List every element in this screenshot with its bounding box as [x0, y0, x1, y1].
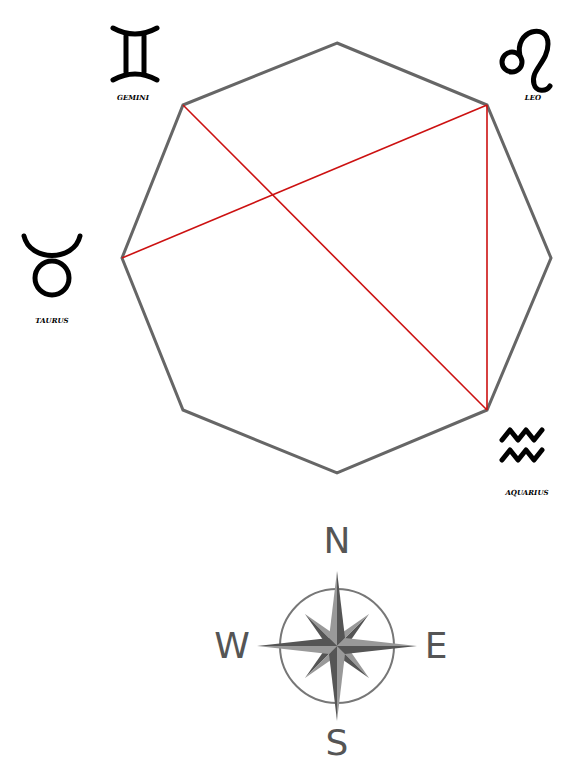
compass-letter: E — [425, 628, 448, 664]
chord-line — [486, 105, 488, 410]
chord-line — [122, 105, 487, 258]
zodiac-label: LEO — [525, 94, 541, 101]
octagon — [122, 43, 551, 473]
taurus-symbol — [24, 236, 80, 295]
leo-symbol — [502, 31, 550, 90]
compass-letter: W — [214, 628, 250, 664]
aquarius-symbol — [502, 430, 542, 460]
compass-rose — [257, 571, 417, 721]
chord-line — [183, 105, 487, 410]
compass-letter: N — [324, 523, 351, 559]
red-chords — [122, 105, 487, 410]
gemini-symbol — [113, 28, 157, 80]
zodiac-label: GEMINI — [117, 94, 149, 101]
zodiac-label: AQUARIUS — [505, 489, 548, 496]
zodiac-label: TAURUS — [35, 317, 68, 324]
compass-letter: S — [326, 725, 349, 761]
